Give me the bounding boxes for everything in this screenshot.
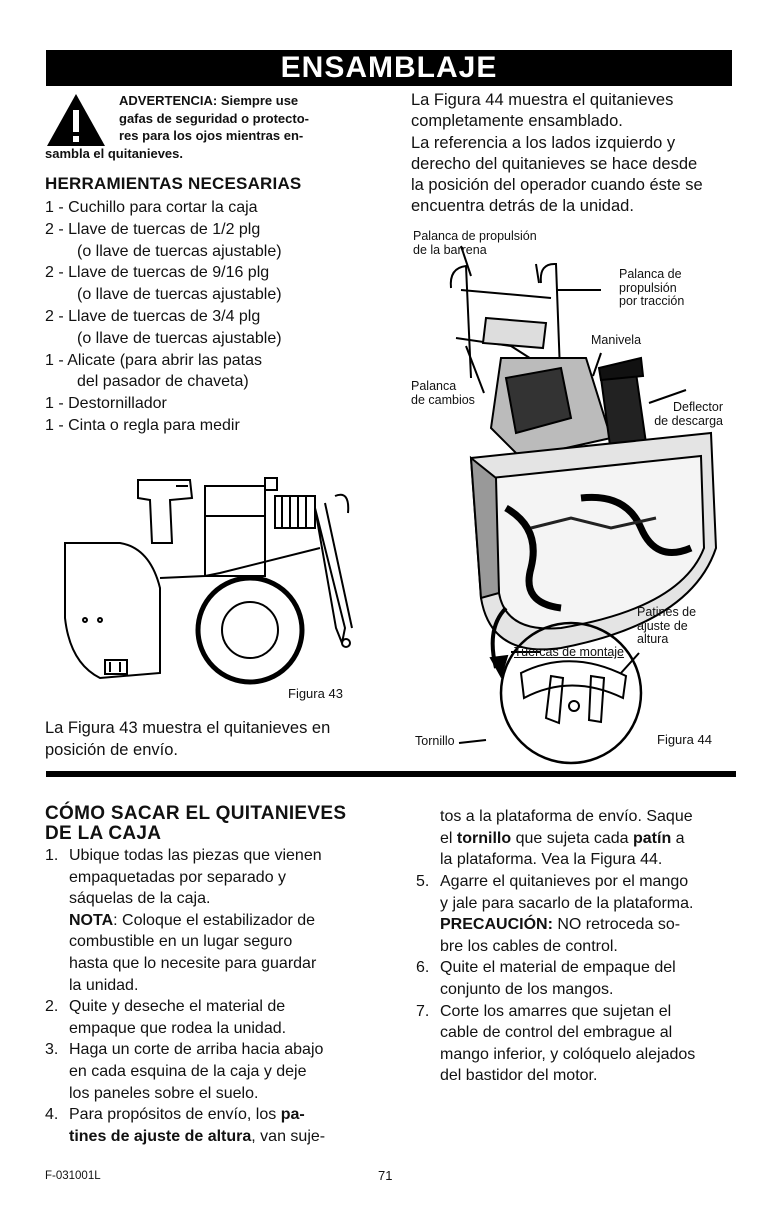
steps-continuation: tos a la plataforma de envío. Saque el t… [440, 808, 693, 869]
figure-44-illustration [449, 245, 718, 765]
warning-triangle-icon [47, 94, 105, 146]
tool-item: 1 - Destornillador [45, 395, 167, 413]
list-item: 3. Haga un corte de arriba hacia abajo e… [45, 1041, 324, 1102]
warning-line-3: res para los ojos mientras en- [119, 128, 304, 143]
tools-list: 1 - Cuchillo para cortar la caja 2 - Lla… [45, 197, 375, 437]
figure-44-intro: La Figura 44 muestra el quitanieves comp… [411, 91, 703, 216]
callout-auger-drive-lever: Palanca de propulsión de la barrena [413, 229, 537, 257]
steps-list-right: 5. Agarre el quitanieves por el mango y … [416, 871, 746, 1087]
list-item: 1. Ubique todas las piezas que vienen em… [45, 847, 322, 994]
steps-list-left: 1. Ubique todas las piezas que vienen em… [45, 845, 390, 1147]
callout-traction-lever: Palanca de propulsión por tracción [619, 267, 685, 308]
list-item: 6. Quite el material de empaque del conj… [416, 959, 676, 998]
warning-line-4: sambla el quitanieves. [45, 145, 184, 161]
figure-44: Palanca de propulsión de la barrena Pala… [411, 228, 741, 768]
figure-44-label: Figura 44 [657, 732, 712, 747]
tool-item-note: (o llave de tuercas ajustable) [77, 329, 282, 347]
tool-item-note: (o llave de tuercas ajustable) [77, 286, 282, 304]
section-divider [46, 771, 736, 777]
callout-skid-shoes: Patines de ajuste de altura [637, 605, 697, 646]
warning-line-2: gafas de seguridad o protecto- [119, 110, 309, 126]
figure-43-illustration [64, 477, 353, 685]
tool-item: 2 - Llave de tuercas de 1/2 plg [45, 220, 261, 238]
figure-43-caption: La Figura 43 muestra el quitanieves en p… [45, 719, 331, 759]
callout-bolt: Tornillo [415, 734, 455, 748]
tool-item: 2 - Llave de tuercas de 9/16 plg [45, 264, 270, 282]
section-banner: ENSAMBLAJE [46, 50, 732, 86]
tool-item-note: del pasador de chaveta) [77, 373, 249, 391]
section-title: CÓMO SACAR EL QUITANIEVES DE LA CAJA [45, 803, 347, 844]
tool-item: 1 - Cuchillo para cortar la caja [45, 199, 258, 216]
callout-crank: Manivela [591, 333, 642, 347]
warning-line-1: ADVERTENCIA: Siempre use [119, 93, 299, 108]
callout-shift-lever: Palanca de cambios [411, 379, 475, 407]
document-code: F-031001L [45, 1170, 101, 1182]
list-item: 5. Agarre el quitanieves por el mango y … [416, 873, 694, 955]
tool-item-note: (o llave de tuercas ajustable) [77, 242, 282, 260]
page-number: 71 [378, 1168, 393, 1183]
callout-discharge-deflector: Deflector de descarga [654, 400, 723, 428]
tool-item: 1 - Alicate (para abrir las patas [45, 351, 263, 369]
list-item: 4. Para propósitos de envío, los pa- tin… [45, 1106, 326, 1145]
list-item: 2. Quite y deseche el material de empaqu… [45, 998, 287, 1037]
list-item: 7. Corte los amarres que sujetan el cabl… [416, 1002, 696, 1085]
figure-43-label: Figura 43 [288, 686, 343, 701]
safety-warning: ADVERTENCIA: Siempre use gafas de seguri… [45, 92, 375, 162]
tools-heading: HERRAMIENTAS NECESARIAS [45, 174, 302, 193]
tool-item: 1 - Cinta o regla para medir [45, 416, 240, 434]
callout-mounting-nuts: Tuercas de montaje [514, 645, 625, 659]
tool-item: 2 - Llave de tuercas de 3/4 plg [45, 307, 261, 325]
